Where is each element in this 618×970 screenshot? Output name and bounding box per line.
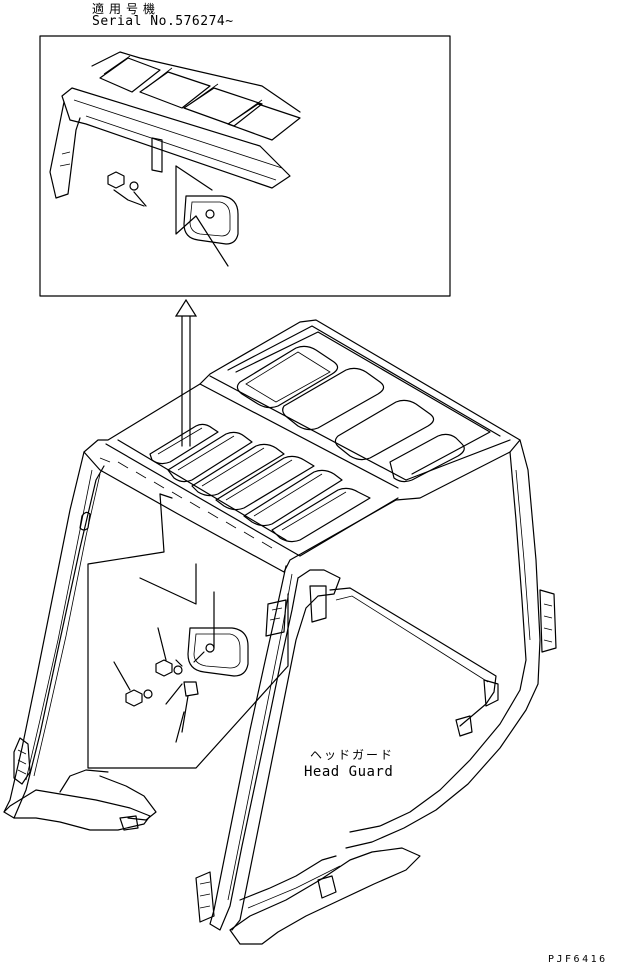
nut-upper xyxy=(155,659,173,677)
right-base xyxy=(229,847,421,945)
roof-panels xyxy=(236,345,465,483)
head-guard-label-en: Head Guard xyxy=(304,764,394,780)
center-front-pillar xyxy=(209,565,299,931)
washer-upper xyxy=(173,665,183,675)
serial-label-en: Serial No.576274~ xyxy=(92,14,234,29)
detail-pillar xyxy=(49,101,81,199)
detail-inset xyxy=(39,35,451,297)
lamp xyxy=(187,627,249,677)
nut-lower xyxy=(125,689,143,707)
lamp-callout xyxy=(87,493,289,769)
detail-arrow xyxy=(174,298,198,447)
serial-label-jp: 適用号機 xyxy=(92,2,161,16)
roof-slots xyxy=(149,423,371,543)
left-base xyxy=(3,789,151,831)
detail-roof-slots xyxy=(99,57,301,141)
left-front-pillar xyxy=(3,451,105,819)
figure-code: PJF6416 xyxy=(548,954,608,965)
detail-lamp xyxy=(183,195,239,245)
right-rear-pillar xyxy=(349,451,527,833)
roof-outline xyxy=(83,319,521,573)
washer-lower xyxy=(143,689,153,699)
rear-frame xyxy=(329,587,497,727)
head-guard xyxy=(3,319,557,945)
detail-frame xyxy=(39,35,451,297)
detail-roof-beam xyxy=(61,87,291,189)
head-guard-label-jp: ヘッドガード xyxy=(310,748,395,762)
bolt xyxy=(181,681,199,733)
